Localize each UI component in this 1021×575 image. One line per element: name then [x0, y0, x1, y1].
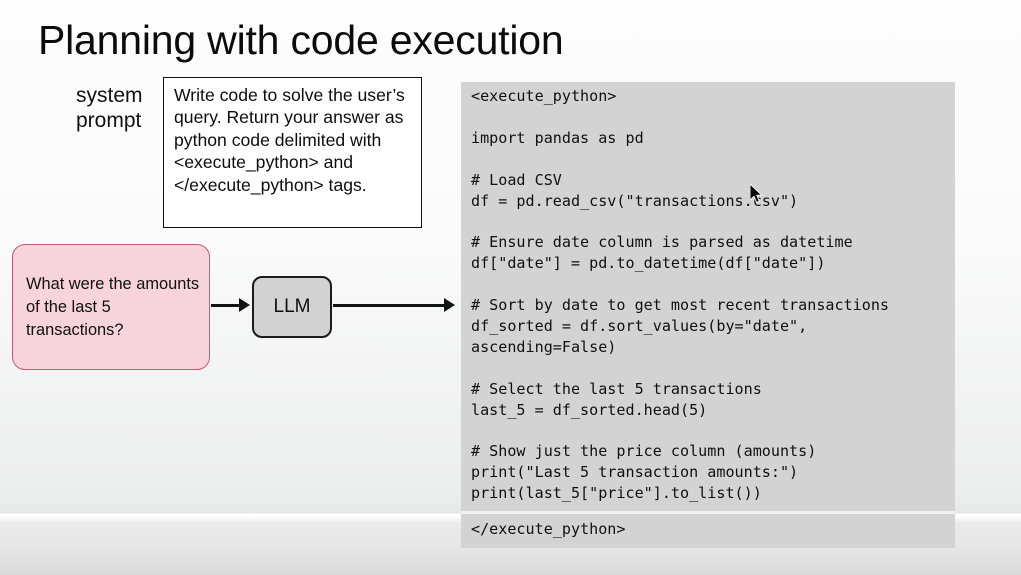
- arrow-llm-to-code: [333, 304, 445, 307]
- page-title: Planning with code execution: [38, 17, 564, 63]
- llm-node: LLM: [252, 276, 332, 338]
- code-close-tag: </execute_python>: [471, 520, 626, 538]
- user-question-box: What were the amounts of the last 5 tran…: [12, 244, 210, 370]
- system-prompt-label-line1: system: [76, 84, 143, 107]
- arrow-question-to-llm: [211, 304, 241, 307]
- arrowhead-question-to-llm: [239, 298, 250, 312]
- code-output-panel: <execute_python> import pandas as pd # L…: [461, 82, 955, 548]
- system-prompt-text: Write code to solve the user’s query. Re…: [174, 85, 405, 195]
- arrowhead-llm-to-code: [444, 298, 455, 312]
- system-prompt-label: system prompt: [76, 83, 162, 133]
- llm-node-label: LLM: [273, 296, 311, 317]
- system-prompt-label-line2: prompt: [76, 109, 142, 132]
- code-output-text: <execute_python> import pandas as pd # L…: [471, 87, 890, 503]
- system-prompt-box: Write code to solve the user’s query. Re…: [163, 77, 422, 228]
- user-question-text: What were the amounts of the last 5 tran…: [26, 275, 200, 339]
- code-panel-divider: [461, 511, 955, 514]
